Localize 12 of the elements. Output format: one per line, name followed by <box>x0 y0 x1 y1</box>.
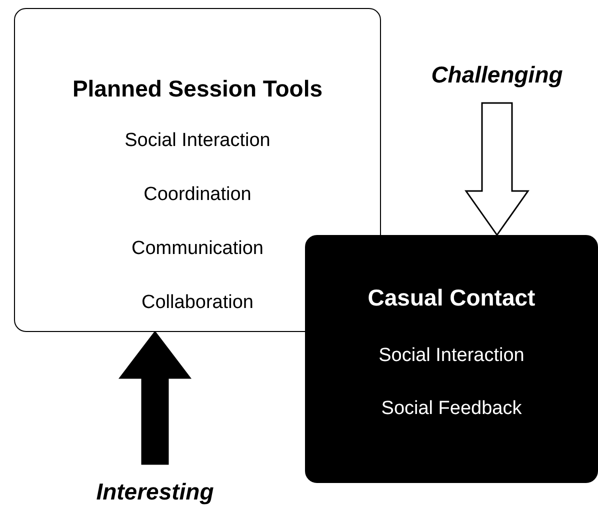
list-item: Communication <box>130 238 264 260</box>
arrow-label: Challenging <box>430 62 564 88</box>
box-heading: Planned Session Tools <box>71 76 324 102</box>
list-item: Coordination <box>142 184 252 206</box>
list-item: Social Interaction <box>378 345 526 367</box>
rounded-box <box>305 235 598 483</box>
list-item: Social Feedback <box>380 398 523 420</box>
block-arrow <box>118 330 192 465</box>
arrow-label: Interesting <box>95 478 215 506</box>
list-item: Social Interaction <box>124 130 272 152</box>
block-arrow <box>464 102 530 236</box>
box-heading: Casual Contact <box>366 284 536 312</box>
